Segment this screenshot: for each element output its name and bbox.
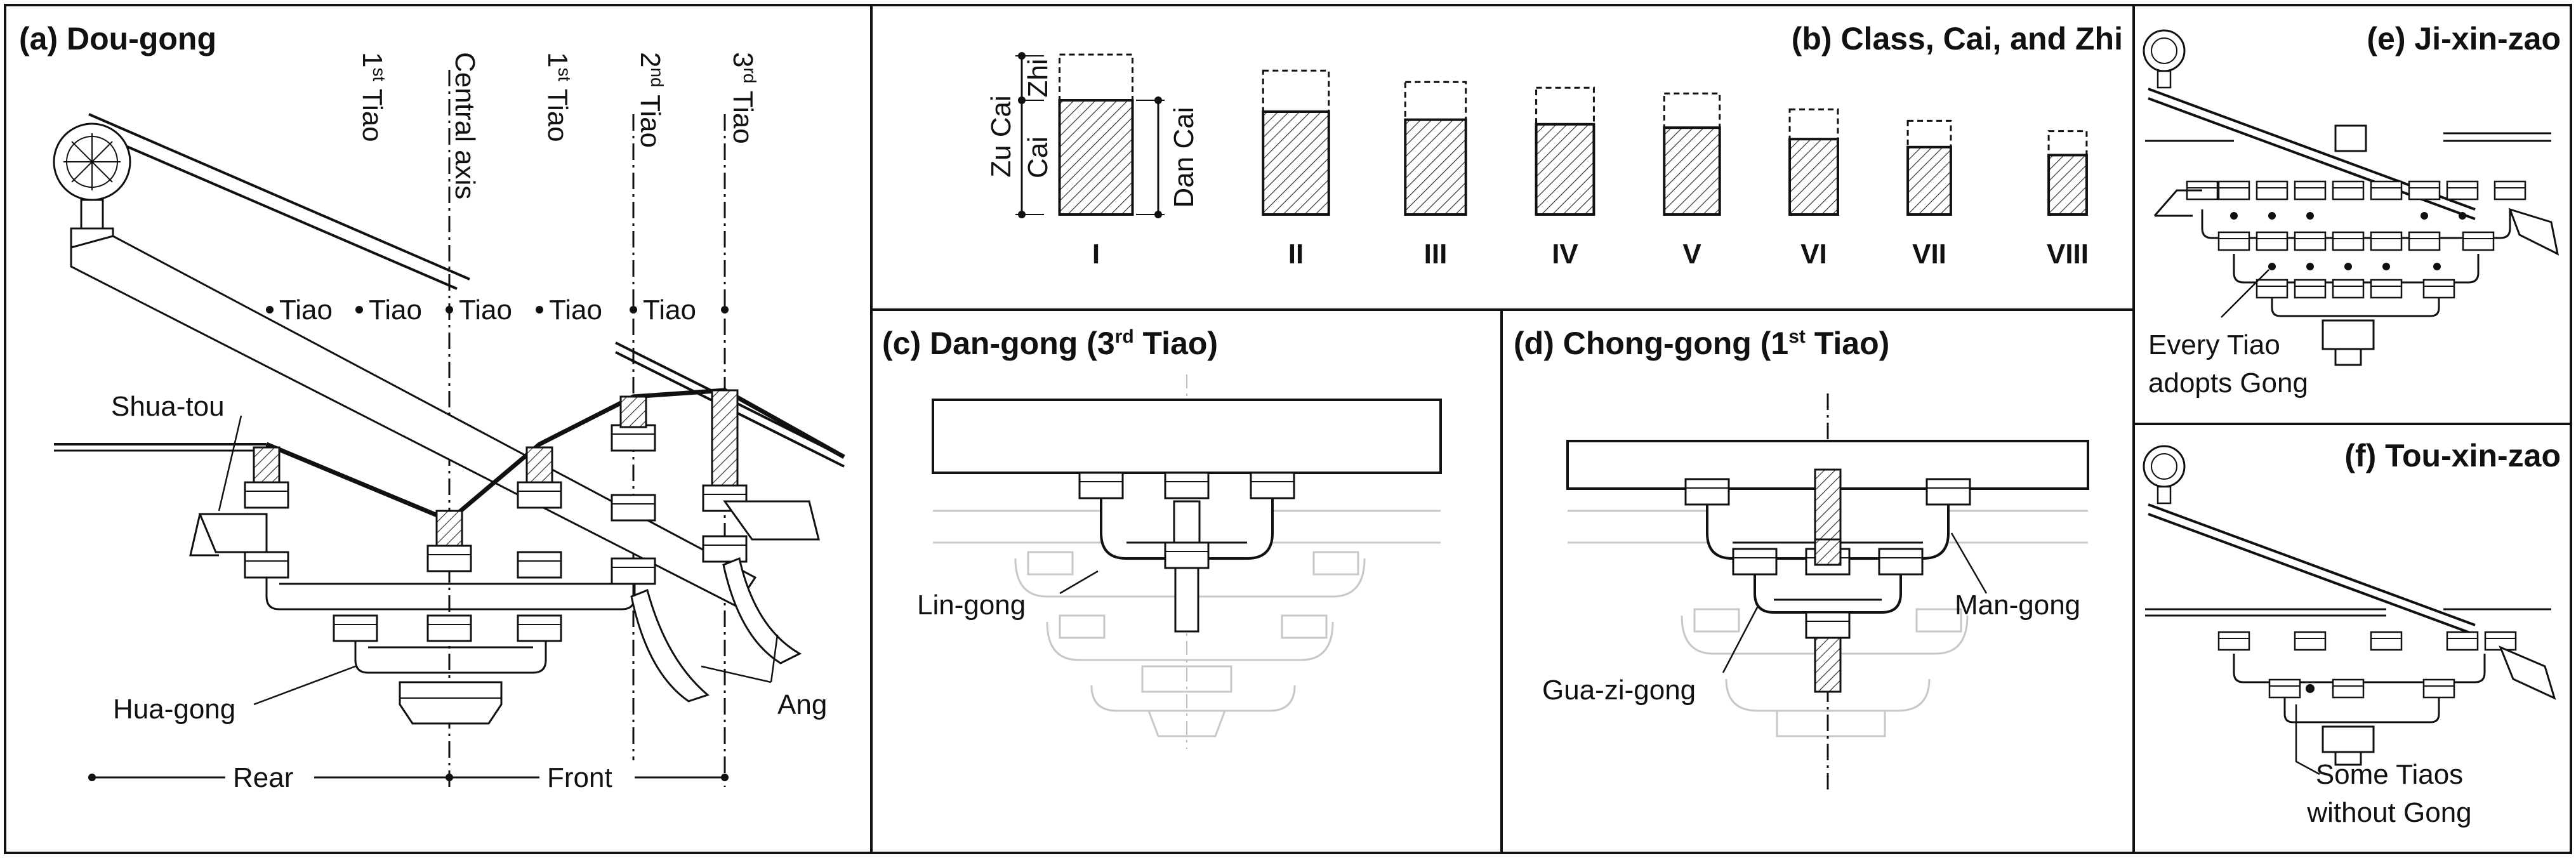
zhi-bar-VI: [1788, 108, 1839, 140]
cai-bar-III: [1404, 118, 1467, 216]
panel-f-title: (f) Tou-xin-zao: [2344, 438, 2561, 473]
eave-block: [723, 500, 820, 541]
column-label-2nd-tiao: 2nd Tiao: [635, 52, 667, 148]
panel-a-title: (a) Dou-gong: [19, 21, 216, 56]
zhi-bar-III: [1404, 81, 1467, 121]
tiao-mark-5: Tiao: [643, 294, 696, 326]
tiao-mark-2: Tiao: [369, 294, 422, 326]
tiao-mark-3: Tiao: [459, 294, 512, 326]
ji-xin-zao-note-line1: Every Tiao: [2148, 329, 2280, 360]
class-label-IV: IV: [1552, 239, 1578, 270]
class-label-III: III: [1424, 239, 1448, 270]
panel-c-dan-gong: (c) Dan-gong (3rd Tiao) Lin-gong: [882, 326, 1442, 749]
cai-bar-VIII: [2047, 154, 2088, 216]
label-zhi: Zhi: [1022, 58, 1054, 97]
label-zu-cai: Zu Cai: [986, 95, 1017, 178]
class-label-I: I: [1092, 239, 1100, 270]
cai-bar-II: [1262, 110, 1330, 216]
cai-bar-I: [1058, 99, 1134, 216]
column-label-3rd-tiao: 3rd Tiao: [727, 52, 760, 144]
tiao-marks: Tiao Tiao Tiao Tiao Tiao: [266, 294, 729, 326]
gua-zi-gong-arm: [1754, 571, 1902, 614]
column-label-central-axis: Central axis: [449, 52, 480, 199]
zhi-bar-V: [1663, 92, 1721, 129]
zhi-bar-IV: [1535, 86, 1595, 126]
panel-borders: [4, 4, 2572, 854]
dimension-labels: [1015, 52, 1165, 218]
roof-profile-line: [265, 388, 845, 524]
cai-bar-VI: [1788, 138, 1839, 216]
label-man-gong: Man-gong: [1955, 590, 2080, 621]
label-cai: Cai: [1022, 136, 1054, 178]
ghost-bracket-d: [1568, 510, 2088, 737]
panel-c-title: (c) Dan-gong (3rd Tiao): [882, 326, 1218, 361]
label-lin-gong: Lin-gong: [917, 590, 1026, 621]
label-rear: Rear: [233, 762, 293, 793]
panel-e-ji-xin-zao: (e) Ji-xin-zao: [2143, 21, 2561, 399]
column-label-1st-tiao-front: 1st Tiao: [542, 52, 574, 142]
panel-d-title: (d) Chong-gong (1st Tiao): [1514, 326, 1889, 361]
label-front: Front: [547, 762, 612, 793]
svg-text:Central axis: Central axis: [449, 52, 480, 199]
tiao-mark-4: Tiao: [549, 294, 602, 326]
class-label-II: II: [1288, 239, 1304, 270]
class-label-VI: VI: [1800, 239, 1827, 270]
lu-dou-base: [399, 681, 503, 725]
panel-b-title: (b) Class, Cai, and Zhi: [1792, 21, 2123, 56]
cai-bar-V: [1663, 126, 1721, 216]
zhi-bar-II: [1262, 69, 1330, 113]
svg-text:3rd Tiao: 3rd Tiao: [727, 52, 760, 144]
zhi-bar-VIII: [2047, 130, 2088, 156]
column-label-1st-tiao-rear: 1st Tiao: [357, 52, 389, 142]
shua-tou-block: [198, 513, 268, 553]
label-shua-tou: Shua-tou: [111, 391, 225, 422]
ang-tip-3rd: [722, 557, 802, 664]
rafter-lower: [88, 129, 458, 290]
panel-e-title: (e) Ji-xin-zao: [2367, 21, 2561, 56]
tiao-mark-1: Tiao: [279, 294, 333, 326]
panel-d-chong-gong: (d) Chong-gong (1st Tiao) Man-gong Gua-z…: [1514, 326, 2089, 793]
label-ang: Ang: [777, 689, 827, 720]
cai-bar-VII: [1906, 145, 1952, 216]
panel-f-tou-xin-zao: (f) Tou-xin-zao Some Tiaos without Gong: [2143, 438, 2561, 828]
label-gua-zi-gong: Gua-zi-gong: [1542, 675, 1696, 706]
class-label-VIII: VIII: [2047, 239, 2089, 270]
beam-c: [932, 399, 1442, 474]
svg-text:1st Tiao: 1st Tiao: [542, 52, 574, 142]
zhi-bar-VII: [1906, 119, 1952, 148]
svg-text:1st Tiao: 1st Tiao: [357, 52, 389, 142]
rafter-upper: [88, 113, 470, 280]
tou-xin-zao-note-line2: without Gong: [2306, 797, 2471, 828]
tou-xin-zao-note-line1: Some Tiaos: [2316, 759, 2463, 790]
cai-bar-IV: [1535, 122, 1595, 216]
ji-xin-zao-bracket: [2153, 180, 2559, 366]
panel-b-class-cai-zhi: (b) Class, Cai, and Zhi Zu Cai Zhi Cai D…: [986, 21, 2123, 270]
ji-xin-zao-note-line2: adopts Gong: [2148, 367, 2308, 399]
zhi-bar-I: [1059, 53, 1133, 102]
class-label-VII: VII: [1912, 239, 1946, 270]
purlin-disk: [53, 122, 131, 249]
class-label-V: V: [1682, 239, 1701, 270]
label-dan-cai: Dan Cai: [1168, 107, 1199, 208]
svg-text:2nd Tiao: 2nd Tiao: [635, 52, 667, 148]
panel-a-dou-gong: (a) Dou-gong 1st Tiao Central axis 1st T…: [19, 21, 845, 795]
label-hua-gong: Hua-gong: [113, 694, 235, 725]
tou-xin-zao-bracket: [2217, 631, 2556, 766]
ang-tip-2nd: [630, 588, 710, 703]
